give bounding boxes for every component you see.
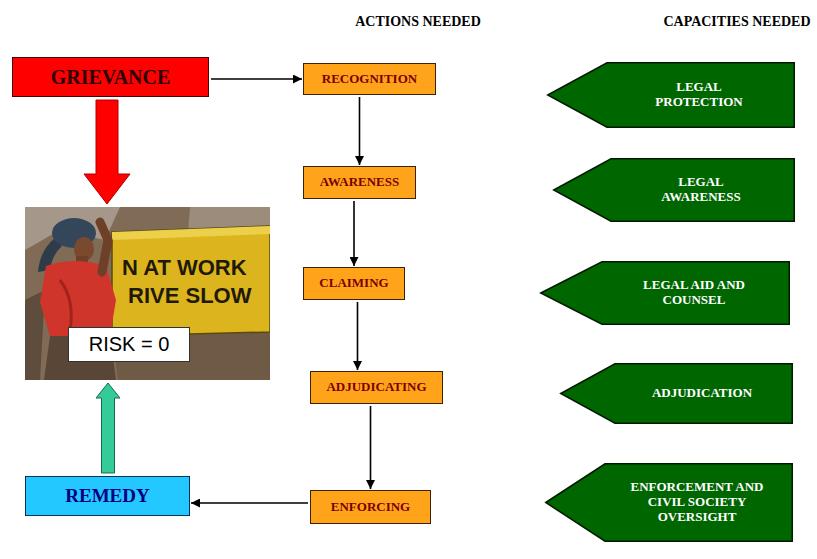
arrow-outline bbox=[541, 262, 790, 325]
text-holder: AWARENESS bbox=[304, 167, 415, 198]
box-label: LEGAL AID AND COUNSEL bbox=[627, 278, 762, 308]
raised-arm bbox=[100, 222, 108, 272]
column-heading: CAPACITIES NEEDED bbox=[663, 14, 810, 31]
box-label: LEGAL AWARENESS bbox=[646, 175, 756, 205]
box-label: CLAIMING bbox=[319, 276, 388, 291]
flow-arrow bbox=[191, 502, 308, 504]
grievance-box: GRIEVANCE bbox=[12, 57, 209, 97]
shirt-fold bbox=[60, 280, 71, 330]
text-holder: RISK = 0 bbox=[69, 328, 189, 361]
text-holder: RECOGNITION bbox=[304, 64, 435, 94]
capacity-arrow: LEGAL PROTECTION bbox=[547, 62, 795, 128]
text-holder: LEGAL PROTECTION bbox=[547, 62, 795, 128]
box-label: AWARENESS bbox=[320, 175, 399, 190]
arrow-outline bbox=[546, 464, 793, 542]
text-holder: ADJUDICATING bbox=[311, 372, 442, 403]
sign-text: RIVE SLOW bbox=[128, 285, 251, 307]
text-holder: CLAIMING bbox=[304, 268, 404, 299]
flow-arrow bbox=[370, 406, 372, 489]
capacity-arrow: LEGAL AWARENESS bbox=[553, 158, 795, 222]
block-arrow bbox=[96, 383, 120, 473]
flow-arrow bbox=[359, 97, 361, 165]
box-label: GRIEVANCE bbox=[51, 66, 171, 89]
action-box: AWARENESS bbox=[303, 166, 416, 199]
arrow-outline bbox=[548, 63, 795, 128]
box-label: RISK = 0 bbox=[89, 333, 170, 356]
text-holder: ADJUDICATION bbox=[560, 363, 793, 424]
sign-highlight bbox=[112, 226, 270, 240]
box-label: ENFORCING bbox=[331, 500, 410, 515]
text-holder: REMEDY bbox=[26, 477, 189, 515]
road-sign bbox=[112, 226, 270, 336]
arrow-outline bbox=[554, 159, 795, 222]
flow-arrow bbox=[353, 201, 355, 266]
column-heading: ACTIONS NEEDED bbox=[355, 14, 481, 31]
action-box: RECOGNITION bbox=[303, 63, 436, 95]
capacity-arrow: ENFORCEMENT AND CIVIL SOCIETY OVERSIGHT bbox=[545, 463, 793, 542]
box-label: ADJUDICATION bbox=[652, 386, 752, 401]
flow-arrow bbox=[357, 302, 359, 370]
box-label: RECOGNITION bbox=[322, 72, 417, 87]
flow-arrow bbox=[211, 78, 302, 80]
risk-box: RISK = 0 bbox=[68, 327, 190, 362]
block-arrow bbox=[84, 100, 130, 204]
box-label: ENFORCEMENT AND CIVIL SOCIETY OVERSIGHT bbox=[620, 480, 775, 525]
box-label: REMEDY bbox=[65, 485, 149, 507]
remedy-box: REMEDY bbox=[25, 476, 190, 516]
text-holder: ENFORCEMENT AND CIVIL SOCIETY OVERSIGHT bbox=[545, 463, 793, 542]
action-box: ENFORCING bbox=[310, 490, 431, 524]
capacity-arrow: LEGAL AID AND COUNSEL bbox=[540, 261, 790, 325]
capacity-arrow: ADJUDICATION bbox=[560, 363, 793, 424]
text-holder: LEGAL AID AND COUNSEL bbox=[540, 261, 790, 325]
arrow-outline bbox=[561, 364, 793, 424]
sign-text: N AT WORK bbox=[122, 257, 247, 279]
action-box: CLAIMING bbox=[303, 267, 405, 300]
text-holder: ENFORCING bbox=[311, 491, 430, 523]
worker-photo: N AT WORK RIVE SLOW RISK = 0 bbox=[25, 207, 270, 380]
text-holder: GRIEVANCE bbox=[13, 58, 208, 96]
box-label: ADJUDICATING bbox=[326, 380, 426, 395]
worker-photo-art bbox=[25, 207, 270, 380]
rock-ground bbox=[25, 207, 270, 380]
box-label: LEGAL PROTECTION bbox=[644, 80, 754, 110]
action-box: ADJUDICATING bbox=[310, 371, 443, 404]
text-holder: LEGAL AWARENESS bbox=[553, 158, 795, 222]
